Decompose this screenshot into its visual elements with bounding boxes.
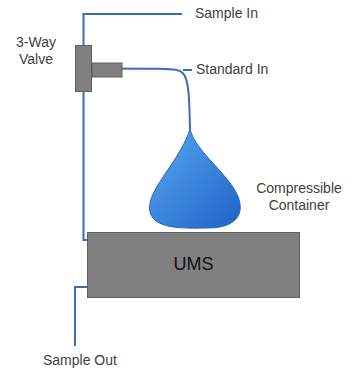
inlet-label: Sample In bbox=[195, 5, 258, 22]
container-outline bbox=[145, 128, 248, 230]
standard-in-wire bbox=[183, 69, 192, 71]
container-shape bbox=[150, 129, 241, 228]
compressible-container: Compressible Container bbox=[145, 128, 248, 230]
box-label: UMS bbox=[174, 254, 214, 276]
sample-out-wire bbox=[75, 287, 87, 346]
flow-line bbox=[92, 69, 190, 130]
outlet-label: Sample Out bbox=[43, 352, 117, 369]
valve-port bbox=[92, 63, 122, 77]
part-label: Compressible Container bbox=[249, 180, 349, 214]
flow-line bbox=[84, 92, 88, 240]
valve-body: 3-Way Valve bbox=[75, 45, 92, 92]
part-label: 3-Way Valve bbox=[6, 34, 66, 68]
inlet-label: Standard In bbox=[196, 61, 268, 78]
ums-box: UMS bbox=[87, 232, 300, 298]
sample-in-wire bbox=[84, 14, 183, 45]
